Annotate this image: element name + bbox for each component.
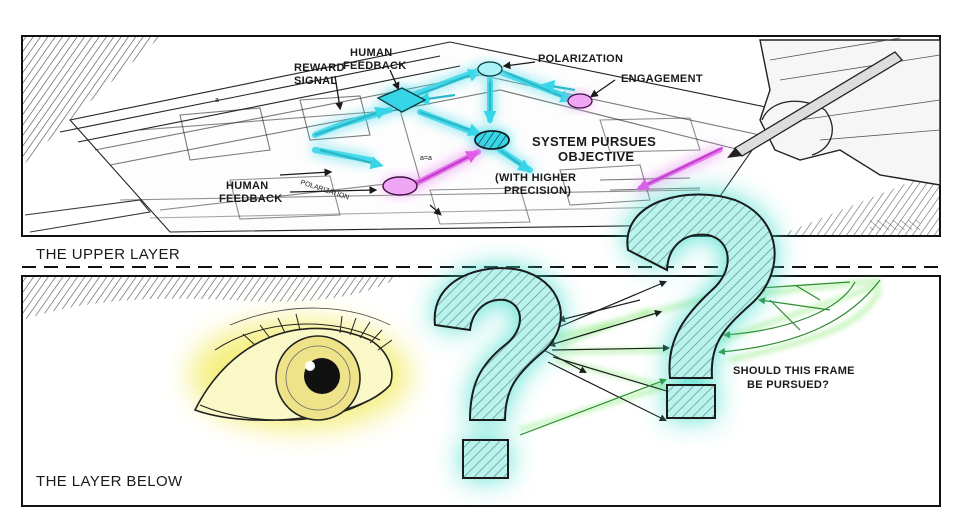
question-mark-icon-large [626, 193, 776, 419]
polarization-label: POLARIZATION [538, 53, 623, 65]
engagement-label: ENGAGEMENT [621, 73, 703, 85]
pen [733, 51, 904, 157]
cyan-arrows [314, 68, 576, 173]
blueprint-mark-a: a [215, 97, 219, 104]
polarization-node [477, 61, 503, 77]
human-feedback-left-label: HUMAN FEEDBACK [219, 180, 283, 205]
upper-left-shading [23, 37, 160, 165]
lower-panel: SHOULD THIS FRAME BE PURSUED? [21, 193, 941, 507]
upper-right-shading [780, 170, 939, 235]
engagement-node [567, 93, 593, 109]
reward-signal-label: REWARD SIGNAL [294, 62, 348, 87]
magenta-flow [412, 147, 723, 191]
hand-with-pen-icon [727, 37, 941, 230]
layer-below-title: THE LAYER BELOW [36, 473, 183, 490]
ink-arrows [279, 61, 616, 216]
system-pursues-label: SYSTEM PURSUES OBJECTIVE [532, 134, 660, 164]
human-feedback-top-label: HUMAN FEEDBACK [343, 47, 407, 72]
upper-panel: REWARD SIGNAL HUMAN FEEDBACK POLARIZATIO… [21, 35, 941, 237]
eye-icon [190, 307, 410, 430]
reward-box-node [376, 87, 427, 113]
higher-precision-label: (WITH HIGHER PRECISION) [495, 172, 580, 197]
blueprint-mark-b: a=a [420, 155, 432, 162]
system-objective-node [474, 130, 510, 150]
upper-layer-title: THE UPPER LAYER [36, 246, 180, 263]
lower-left-shading [23, 277, 400, 320]
frame-question-label: SHOULD THIS FRAME BE PURSUED? [733, 365, 858, 391]
question-mark-icon [433, 267, 562, 479]
polarization-lower-node [382, 176, 418, 196]
